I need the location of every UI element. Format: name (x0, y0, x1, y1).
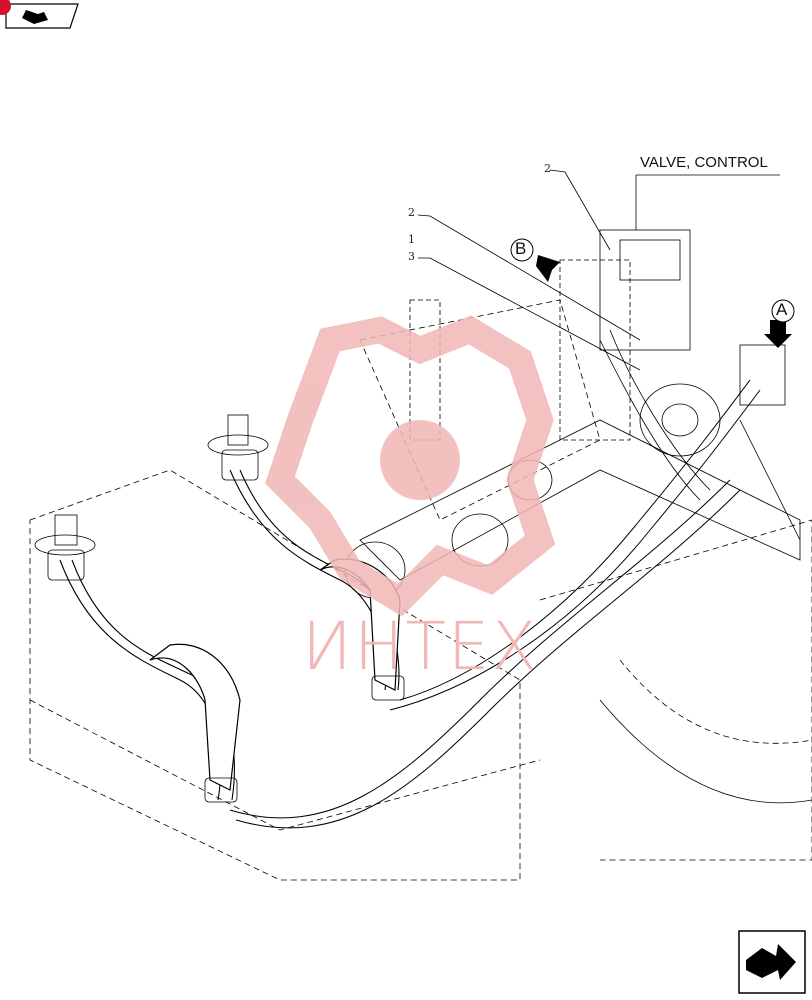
view-b-label: B (515, 239, 527, 258)
watermark-text: ИНТЕХ (302, 608, 539, 685)
red-badge-icon (0, 0, 11, 15)
view-a-label: A (776, 300, 788, 319)
callout-3: 3 (408, 250, 415, 263)
watermark-logo (265, 315, 556, 617)
callout-1: 1 (408, 233, 415, 246)
arrow-a-icon (764, 320, 792, 348)
valve-control-label: VALVE, CONTROL (640, 154, 768, 171)
next-page-arrow-icon (0, 0, 79, 29)
top-nav-tab[interactable] (0, 0, 80, 32)
next-page-button[interactable] (738, 930, 806, 994)
callout-2-top: 2 (544, 162, 551, 175)
callout-2: 2 (408, 206, 415, 219)
next-page-arrow-icon (738, 930, 806, 994)
arrow-b-icon (536, 255, 560, 282)
